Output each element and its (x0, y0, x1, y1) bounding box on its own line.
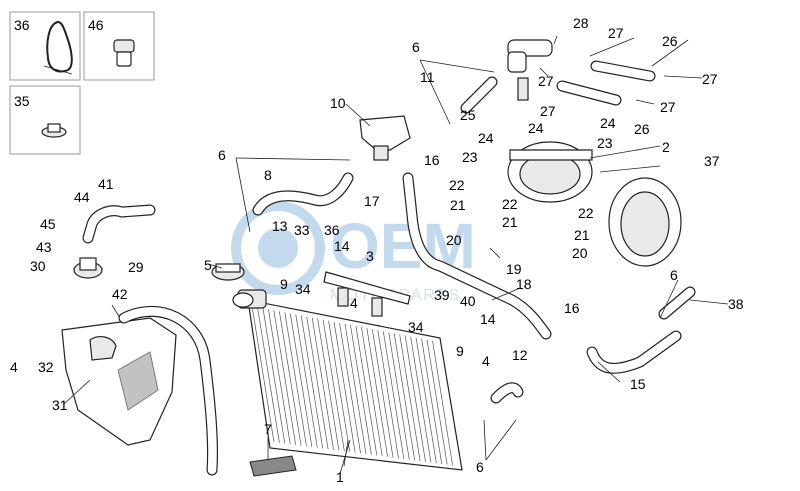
callout-label: 25 (460, 107, 476, 123)
callout-label: 45 (40, 216, 56, 232)
callout-label: 34 (408, 319, 424, 335)
callout-label: 29 (128, 259, 144, 275)
radiator (232, 289, 463, 471)
callout-label: 43 (36, 239, 52, 255)
callout-label: 37 (704, 153, 720, 169)
cooling-fan-right (608, 177, 682, 267)
inset-label-35: 35 (14, 93, 30, 109)
callout-label: 4 (10, 359, 18, 375)
tank-cap-assembly (73, 204, 156, 279)
callout-label: 17 (364, 193, 380, 209)
callout-label: 27 (538, 73, 554, 89)
expansion-tank (61, 304, 177, 446)
leader-lines (63, 35, 729, 475)
callout-label: 6 (476, 459, 484, 475)
callout-label: 42 (112, 286, 128, 302)
callout-label: 14 (334, 238, 350, 254)
callout-label: 4 (350, 295, 358, 311)
callout-label: 21 (502, 214, 518, 230)
callout-label: 36 (324, 222, 340, 238)
callout-label: 21 (450, 197, 466, 213)
inset-box-35: 35 (9, 85, 81, 155)
callout-label: 21 (574, 227, 590, 243)
callout-label: 32 (38, 359, 54, 375)
callout-label: 22 (449, 177, 465, 193)
callout-label: 6 (670, 267, 678, 283)
thermostat-housing (359, 115, 411, 161)
callout-label: 26 (662, 33, 678, 49)
callout-label: 28 (573, 15, 589, 31)
callout-label: 33 (294, 222, 310, 238)
callout-label: 27 (660, 99, 676, 115)
callout-label: 6 (218, 147, 226, 163)
inset-box-46: 46 (83, 11, 155, 81)
callout-label: 38 (728, 296, 744, 312)
t-fitting (507, 39, 553, 101)
foam-pad (249, 455, 297, 477)
callout-label: 27 (702, 71, 718, 87)
callout-label: 26 (634, 121, 650, 137)
callout-label: 44 (74, 189, 90, 205)
callout-label: 9 (280, 276, 288, 292)
callout-label: 5 (204, 257, 212, 273)
callout-label: 40 (460, 293, 476, 309)
callout-label: 6 (412, 39, 420, 55)
cooling-fan-left (507, 141, 593, 203)
callout-label: 31 (52, 397, 68, 413)
callout-label: 13 (272, 218, 288, 234)
callout-label: 9 (456, 343, 464, 359)
callout-label: 2 (662, 139, 670, 155)
callout-label: 14 (480, 311, 496, 327)
callout-label: 24 (528, 120, 544, 136)
callout-label: 22 (502, 196, 518, 212)
callout-label: 30 (30, 258, 46, 274)
bracket (323, 271, 411, 317)
callout-label: 23 (597, 135, 613, 151)
callout-label: 20 (572, 245, 588, 261)
callout-label: 39 (434, 287, 450, 303)
callout-label: 22 (578, 205, 594, 221)
callout-label: 11 (420, 69, 435, 85)
callout-label: 34 (295, 281, 311, 297)
callout-label: 27 (608, 25, 624, 41)
callout-label: 3 (366, 248, 374, 264)
callout-label: 10 (330, 95, 346, 111)
callout-label: 19 (506, 261, 522, 277)
callout-label: 8 (264, 167, 272, 183)
callout-label: 15 (630, 376, 646, 392)
callout-label: 41 (98, 176, 114, 192)
inset-label-46: 46 (88, 17, 104, 33)
callout-label: 12 (512, 347, 528, 363)
callout-label: 24 (478, 130, 494, 146)
callout-label: 23 (462, 149, 478, 165)
callout-label: 1 (336, 469, 344, 485)
callout-label: 4 (482, 353, 490, 369)
callout-label: 27 (540, 103, 556, 119)
inset-box-36: 36 (9, 11, 81, 81)
callout-label: 18 (516, 276, 532, 292)
radiator-cap (211, 263, 245, 281)
callout-label: 20 (446, 232, 462, 248)
callout-labels: 28 27 26 27 6 11 27 27 10 25 27 26 24 24… (10, 15, 744, 485)
inset-label-36: 36 (14, 17, 30, 33)
callout-label: 16 (424, 152, 440, 168)
callout-label: 24 (600, 115, 616, 131)
callout-label: 16 (564, 300, 580, 316)
callout-label: 7 (264, 421, 272, 437)
